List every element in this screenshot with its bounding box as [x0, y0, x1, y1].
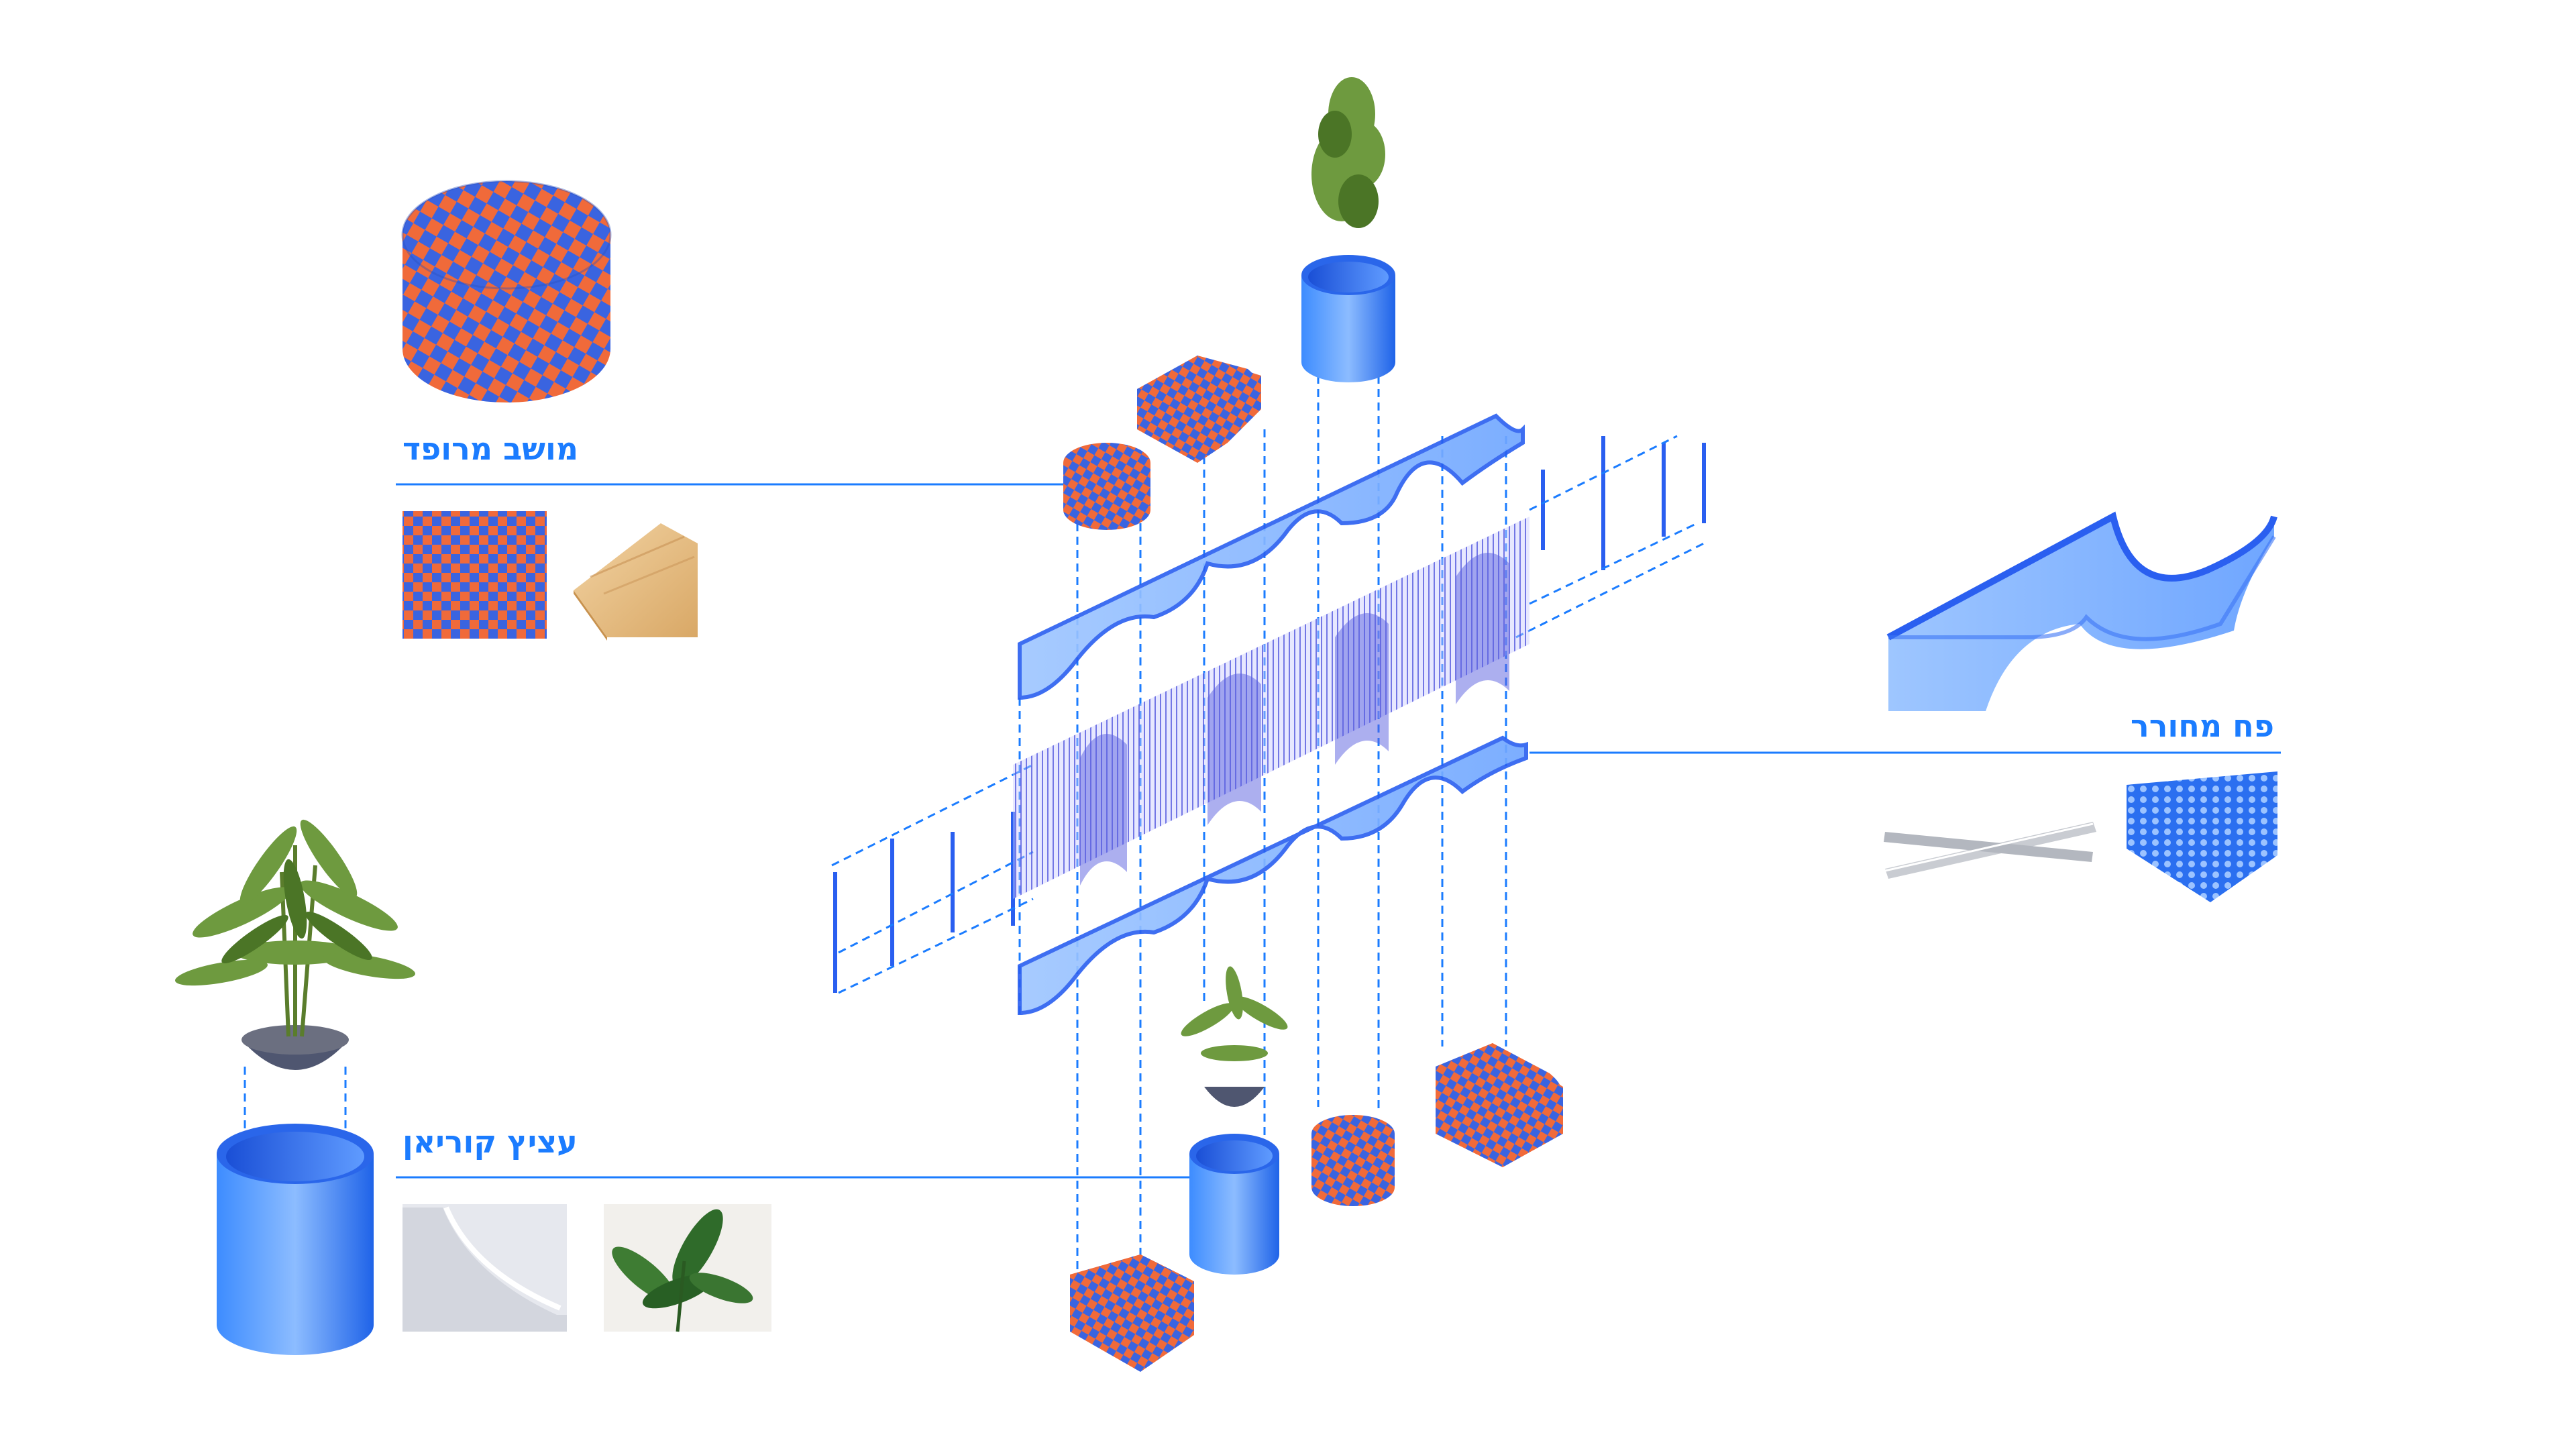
perforated-sheet-group: [1529, 511, 2281, 902]
exploded-bench-icon: [831, 77, 1706, 1372]
perforated-sheet-icon: [1886, 511, 2277, 711]
perforated-mesh-icon: [2127, 771, 2277, 902]
checker-swatch-icon: [402, 511, 547, 639]
blue-cylinder-planter-icon: [217, 1124, 374, 1355]
steel-rods-icon: [1884, 822, 2096, 879]
potted-plant-icon: [175, 819, 415, 1070]
bottom-blue-cylinder: [1189, 1134, 1279, 1275]
bottom-checkered-seat-rounded-left: [1070, 1254, 1194, 1372]
perforated-sheet-label: פח מחורר: [2131, 708, 2274, 744]
leaf-plant-swatch-icon: [604, 1204, 771, 1332]
upholstered-seat-group: [396, 180, 1080, 641]
top-blue-cylinder: [1301, 255, 1395, 382]
bottom-potted-plant: [1181, 966, 1288, 1107]
corian-planter-label: עציץ קוריאן: [402, 1124, 578, 1160]
corian-planter-group: [175, 819, 1194, 1355]
top-checkered-seat-rounded: [1137, 356, 1261, 463]
top-checkered-seat-small: [1063, 443, 1150, 530]
bottom-checkered-seat-rounded-right: [1436, 1043, 1563, 1167]
upholstered-seat-label: מושב מרופד: [402, 431, 579, 467]
bottom-checkered-seat-small: [1311, 1115, 1395, 1206]
wood-swatch-icon: [570, 511, 701, 641]
checkered-cylinder-seat-icon: [401, 180, 612, 402]
top-potted-plant: [1311, 77, 1385, 228]
corian-swatch-icon: [402, 1204, 567, 1332]
